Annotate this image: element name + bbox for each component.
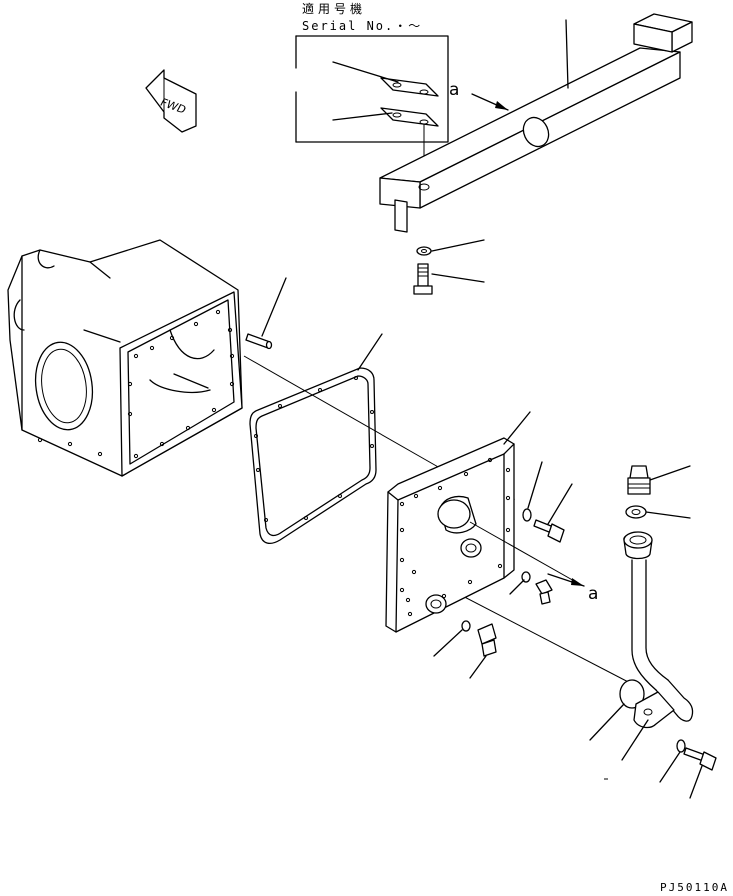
leader-cover-plate <box>503 411 531 445</box>
cover-plate <box>385 437 515 633</box>
view-arrow-bottom <box>547 573 585 587</box>
gasket <box>249 367 377 545</box>
assembly-line-plug <box>469 521 577 583</box>
assembly-line-case <box>243 355 441 469</box>
washer-tube <box>676 739 686 753</box>
applicability-label: 適用号機 <box>302 2 367 16</box>
seal-washer <box>625 505 647 519</box>
leader-o-ring-mid <box>509 579 525 595</box>
leader-o-ring-low <box>433 629 463 657</box>
drain-plug <box>619 679 645 709</box>
bolt-plate <box>533 519 565 543</box>
view-a-label-top: a <box>449 80 460 100</box>
leader-drain-plug <box>589 703 625 741</box>
leader-tube <box>621 719 649 761</box>
filler-cap <box>437 495 477 534</box>
bolt-beam <box>413 263 433 295</box>
tube-assembly <box>623 531 694 729</box>
serial-number-box <box>295 35 449 143</box>
leader-bolt-tube <box>689 765 703 799</box>
washer-beam <box>416 246 432 256</box>
bolt-small-low <box>477 623 497 657</box>
breather-fitting <box>627 465 651 495</box>
leader-seal-washer <box>645 511 691 519</box>
transmission-case <box>7 239 243 477</box>
washer-plate <box>522 508 532 522</box>
serial-number-label: Serial No.・〜 <box>302 19 423 33</box>
plug-lower <box>425 594 447 614</box>
fwd-arrow-icon <box>145 69 197 133</box>
case-bolt-holes <box>37 309 235 459</box>
leader-bolt-beam <box>431 273 485 283</box>
shim-plate-upper <box>380 77 439 97</box>
leader-beam <box>565 19 569 89</box>
shim-plate-lower <box>380 107 439 127</box>
support-beam <box>379 13 693 233</box>
bolt-small-mid <box>535 579 553 605</box>
leader-gasket <box>357 333 383 371</box>
leader-bolt-small-low <box>469 655 487 679</box>
leader-dowel-pin <box>261 277 287 337</box>
leader-washer-beam <box>431 239 485 252</box>
plug-middle <box>460 538 482 558</box>
bolt-tube <box>683 747 717 771</box>
leader-shim-upper <box>332 61 399 83</box>
o-ring-low <box>461 620 471 632</box>
view-a-label-bottom: a <box>588 584 599 604</box>
leader-shim-lower <box>332 112 393 121</box>
leader-bolt-plate <box>547 483 573 525</box>
leader-breather <box>649 465 691 481</box>
dowel-pin <box>245 333 273 350</box>
leader-washer-plate <box>527 461 543 509</box>
drawing-code: PJ50110A <box>660 881 729 894</box>
leader-washer-tube <box>659 751 681 783</box>
view-arrow-top <box>471 93 509 111</box>
